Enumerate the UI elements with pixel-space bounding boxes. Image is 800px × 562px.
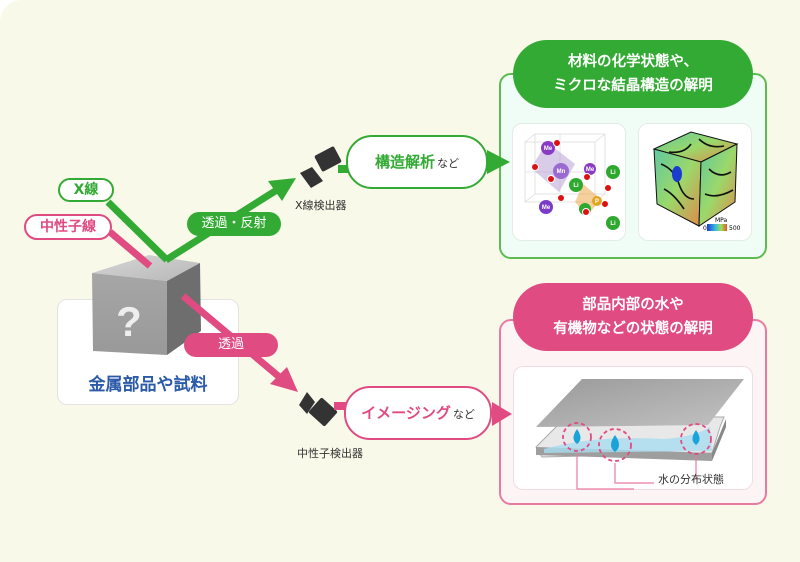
neutron-interaction-tag: 透過 xyxy=(184,333,278,357)
heading-line-2: ミクロな結晶構造の解明 xyxy=(553,78,713,94)
xray-result-arrow xyxy=(487,150,510,174)
water-drop-icon xyxy=(598,428,632,462)
leader-line xyxy=(576,453,634,490)
method-suffix: など xyxy=(437,157,459,170)
method-main-label: 構造解析 xyxy=(374,153,435,171)
neutron-result-heading: 部品内部の水や 有機物などの状態の解明 xyxy=(513,283,753,351)
svg-text:Me: Me xyxy=(586,167,595,173)
water-distribution-illustration xyxy=(535,379,744,490)
xray-incoming-line xyxy=(105,199,170,263)
neutron-arrowhead xyxy=(270,367,298,392)
imaging-pill: イメージングなど xyxy=(344,386,492,440)
xray-detector-label: X線検出器 xyxy=(295,199,347,212)
heading-line-1: 材料の化学状態や、 xyxy=(567,54,699,70)
neutron-detector-camera-icon xyxy=(299,392,338,426)
svg-text:P: P xyxy=(595,199,599,205)
svg-text:Li: Li xyxy=(610,221,616,227)
stress-unit-label: MPa xyxy=(715,217,728,224)
question-mark-icon: ? xyxy=(116,298,142,345)
crystal-structure-image: Me Mn Me Li Li P Me Li xyxy=(512,123,626,241)
svg-text:Li: Li xyxy=(610,170,616,176)
method-main-label: イメージング xyxy=(361,404,451,422)
crystal-structure-illustration: Me Mn Me Li Li P Me Li xyxy=(524,133,620,230)
water-drop-icon xyxy=(562,422,592,452)
svg-text:Li: Li xyxy=(573,183,579,189)
heading-line-1: 部品内部の水や xyxy=(582,297,684,313)
water-distribution-image xyxy=(513,366,753,490)
xray-source-tag: X線 xyxy=(58,178,114,202)
leader-line xyxy=(614,463,654,484)
neutron-connector-bar xyxy=(334,402,348,410)
sample-cube-icon: ? xyxy=(92,255,201,355)
xray-arrowhead xyxy=(268,178,296,201)
stress-min-label: 0 xyxy=(703,225,707,232)
xray-result-heading: 材料の化学状態や、 ミクロな結晶構造の解明 xyxy=(513,40,753,108)
sample-label: 金属部品や試料 xyxy=(88,375,208,395)
neutron-incoming-line xyxy=(107,229,153,269)
neutron-detector-label: 中性子検出器 xyxy=(297,447,363,460)
neutron-source-tag: 中性子線 xyxy=(24,214,112,240)
structure-analysis-pill: 構造解析など xyxy=(346,135,488,189)
xray-detector-camera-icon xyxy=(300,146,342,188)
stress-map-cube: MPa 0 500 xyxy=(652,131,741,232)
svg-text:Mn: Mn xyxy=(557,169,566,175)
stress-map-image: MPa 0 500 xyxy=(638,123,752,241)
method-suffix: など xyxy=(452,408,475,421)
heading-line-2: 有機物などの状態の解明 xyxy=(553,321,713,337)
stress-color-scale xyxy=(707,224,727,231)
svg-text:Me: Me xyxy=(542,205,551,211)
water-distribution-caption: 水の分布状態 xyxy=(658,473,724,486)
water-drop-icon xyxy=(680,423,712,455)
neutron-result-arrow xyxy=(492,402,512,426)
xray-connector-bar xyxy=(338,165,352,173)
xray-interaction-tag: 透過・反射 xyxy=(187,212,281,236)
stress-max-label: 500 xyxy=(729,225,741,232)
svg-text:Me: Me xyxy=(544,146,553,152)
